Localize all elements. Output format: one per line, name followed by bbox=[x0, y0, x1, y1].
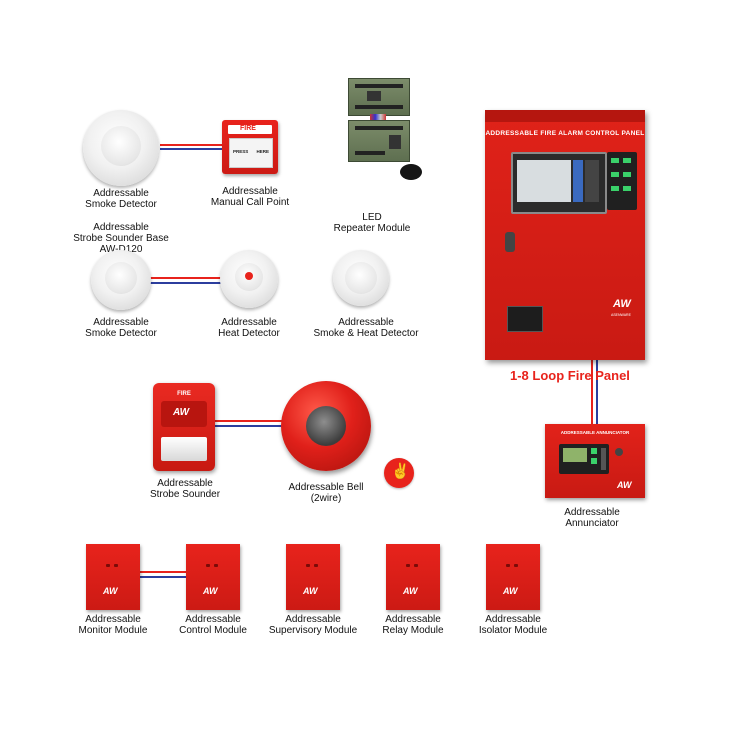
isolator-module-logo: AW bbox=[503, 586, 518, 596]
buzzer-speaker bbox=[400, 164, 422, 180]
call-point-fire-sign: FIRE bbox=[228, 125, 272, 134]
relay-module-logo: AW bbox=[403, 586, 418, 596]
bell-label: Addressable Bell (2wire) bbox=[288, 482, 364, 504]
thumbs-up-icon: ✌ bbox=[384, 458, 414, 488]
monitor-module-label: Addressable Monitor Module bbox=[78, 614, 148, 636]
smoke-heat-detector-label: Addressable Smoke & Heat Detector bbox=[313, 317, 419, 339]
monitor-module: AW bbox=[86, 544, 140, 610]
supervisory-module: AW bbox=[286, 544, 340, 610]
call-point-glass: PRESS HERE bbox=[229, 138, 273, 168]
strobe-sounder: FIRE AW bbox=[153, 383, 215, 471]
panel-printer-slot bbox=[507, 306, 543, 332]
annunciator-title: ADDRESSABLE ANNUNCIATOR bbox=[560, 430, 630, 435]
heat-detector bbox=[220, 250, 278, 308]
control-module: AW bbox=[186, 544, 240, 610]
ribbon-cable bbox=[370, 114, 386, 120]
addressable-bell bbox=[281, 381, 371, 471]
heat-detector-label: Addressable Heat Detector bbox=[218, 317, 280, 339]
addressable-annunciator: ADDRESSABLE ANNUNCIATOR AW bbox=[545, 424, 645, 498]
supervisory-module-logo: AW bbox=[303, 586, 318, 596]
smoke-detector-mid bbox=[91, 250, 151, 310]
relay-module: AW bbox=[386, 544, 440, 610]
panel-caption: 1-8 Loop Fire Panel bbox=[510, 368, 630, 383]
here-text: HERE bbox=[256, 149, 269, 154]
smoke-detector-top bbox=[83, 110, 159, 186]
strobe-sounder-label: Addressable Strobe Sounder bbox=[149, 478, 221, 500]
smoke-heat-detector bbox=[333, 250, 389, 306]
annunciator-logo: AW bbox=[617, 480, 632, 490]
monitor-module-logo: AW bbox=[103, 586, 118, 596]
fire-alarm-control-panel: ADDRESSABLE FIRE ALARM CONTROL PANEL AW … bbox=[485, 110, 645, 360]
control-module-logo: AW bbox=[203, 586, 218, 596]
panel-display-window bbox=[511, 152, 607, 214]
led-repeater-module bbox=[348, 78, 422, 180]
relay-module-label: Addressable Relay Module bbox=[382, 614, 444, 636]
strobe-fire-text: FIRE bbox=[177, 391, 191, 397]
fire-sign-text: FIRE bbox=[240, 125, 256, 132]
isolator-module-label: Addressable Isolator Module bbox=[478, 614, 548, 636]
panel-frame bbox=[485, 110, 645, 122]
manual-call-point: FIRE PRESS HERE bbox=[222, 120, 278, 174]
panel-title: ADDRESSABLE FIRE ALARM CONTROL PANEL bbox=[485, 130, 645, 137]
annunciator-label: Addressable Annunciator bbox=[564, 507, 620, 529]
panel-brand: ASENWARE bbox=[611, 313, 631, 317]
smoke-detector-top-label: Addressable Smoke Detector bbox=[85, 188, 157, 210]
strobe-lens bbox=[161, 437, 207, 461]
panel-logo: AW bbox=[613, 298, 631, 310]
led-repeater-label: LED Repeater Module bbox=[333, 212, 411, 234]
manual-call-point-label: Addressable Manual Call Point bbox=[210, 186, 290, 208]
panel-key-lock bbox=[505, 232, 515, 252]
panel-keypad bbox=[607, 152, 637, 210]
annunciator-key bbox=[615, 448, 623, 456]
press-text: PRESS bbox=[233, 149, 249, 154]
strobe-logo: AW bbox=[173, 407, 190, 418]
supervisory-module-label: Addressable Supervisory Module bbox=[268, 614, 358, 636]
smoke-detector-mid-label: Addressable Smoke Detector bbox=[85, 317, 157, 339]
isolator-module: AW bbox=[486, 544, 540, 610]
circuit-board-top bbox=[348, 78, 410, 116]
circuit-board-bottom bbox=[348, 120, 410, 162]
annunciator-display bbox=[559, 444, 609, 474]
strobe-base-label: Addressable Strobe Sounder Base AW-D120 bbox=[73, 222, 169, 255]
control-module-label: Addressable Control Module bbox=[179, 614, 247, 636]
